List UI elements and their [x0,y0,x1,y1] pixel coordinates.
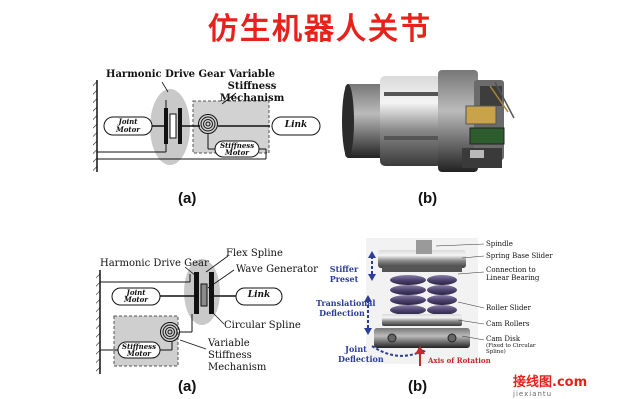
caption-bottom-a: (a) [178,378,197,395]
label-cam-disk-note: (Fixed to Circular Spline) [486,343,536,355]
label-variable-stiffness-mechanism: Variable Stiffness Mechanism [219,69,285,104]
ground-wall [93,80,97,172]
label-spindle: Spindle [486,240,513,248]
watermark-logo: 接线图.com jiexiantu [513,371,587,398]
label-wave-generator: Wave Generator [236,264,318,275]
label-connection-linear-bearing: Connection to Linear Bearing [486,266,540,282]
label-cam-rollers: Cam Rollers [486,320,530,328]
label-translational-deflection: Translational Deflection [316,298,376,318]
bottom-schematic [96,255,283,374]
label-joint-motor: Joint Motor [115,117,140,134]
label-spring-base-slider: Spring Base Slider [486,252,553,260]
caption-top-b: (b) [418,190,438,207]
actuator-photo-bottom [364,238,485,366]
label-link: Link [284,120,308,130]
label-harmonic-drive-gear-2: Harmonic Drive Gear [100,258,209,269]
watermark-sub: jiexiantu [513,390,553,398]
label-stiffness-motor: Stiffness Motor [220,141,255,157]
label-variable-stiffness-mechanism-2: Variable Stiffness Mechanism [208,338,267,373]
spiral-spring-icon [160,322,180,342]
label-joint-motor-2: Joint Motor [123,288,148,304]
watermark-main: 接线图 [513,375,553,390]
label-stiffness-motor-2: Stiffness Motor [121,342,157,358]
label-circular-spline: Circular Spline [224,320,301,331]
label-cam-disk: Cam Disk [486,335,521,343]
actuator-photo-top [340,60,522,184]
caption-top-a: (a) [178,190,197,207]
spiral-spring-icon [198,114,218,134]
top-schematic [93,80,321,172]
label-flex-spline: Flex Spline [226,248,283,259]
label-link-2: Link [247,290,271,300]
label-stiffer-preset: Stiffer Preset [329,264,359,284]
caption-bottom-b: (b) [408,378,428,395]
watermark-domain: .com [552,375,588,390]
label-roller-slider: Roller Slider [486,304,531,312]
page-title: 仿生机器人关节 [208,12,432,47]
ground-wall [96,270,100,374]
link-block [235,287,283,306]
link-block [271,116,321,136]
label-axis-of-rotation: Axis of Rotation [428,356,491,365]
label-harmonic-drive-gear: Harmonic Drive Gear [106,69,226,80]
label-joint-deflection: Joint Deflection [338,344,384,364]
